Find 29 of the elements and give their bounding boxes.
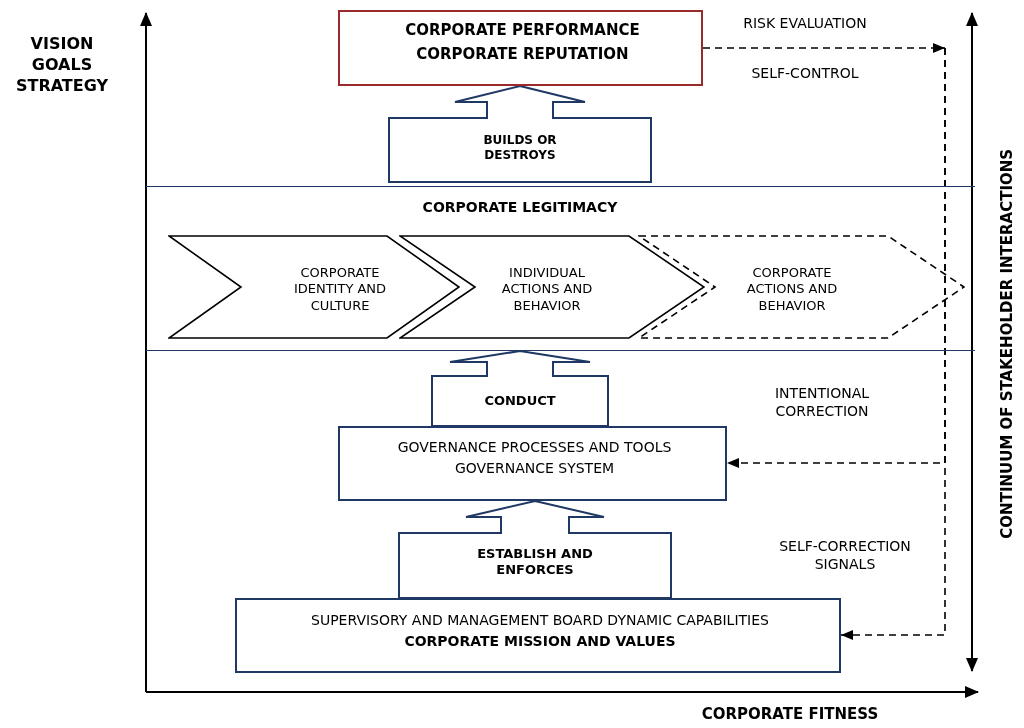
- chevron-shape: [399, 235, 705, 339]
- axis-label: CONTINUUM OF STAKEHOLDER INTERACTIONS: [998, 147, 1018, 541]
- edge-label: CONDUCT: [483, 393, 557, 410]
- process-box: [235, 598, 841, 673]
- node-text: CORPORATE PERFORMANCE: [404, 21, 641, 40]
- chevron-shape: [168, 235, 460, 339]
- node-text: CORPORATE MISSION AND VALUES: [403, 633, 677, 651]
- node-text: GOVERNANCE PROCESSES AND TOOLS: [396, 439, 673, 457]
- note-text: SELF-CONTROL: [750, 64, 860, 83]
- result-box: [338, 10, 703, 86]
- horizontal-band: [146, 186, 975, 351]
- chevron-shape: [638, 235, 965, 339]
- node-text: CORPORATE IDENTITY AND CULTURE: [292, 265, 388, 314]
- dashed-arrow: [840, 47, 946, 640]
- axis-label: CORPORATE FITNESS: [700, 705, 880, 725]
- block-arrow: [398, 499, 672, 599]
- node-text: CORPORATE ACTIONS AND BEHAVIOR: [745, 265, 839, 314]
- band-title: CORPORATE LEGITIMACY: [421, 199, 619, 217]
- block-arrow: [431, 350, 609, 427]
- node-text: SUPERVISORY AND MANAGEMENT BOARD DYNAMIC CAPABILITIES: [310, 612, 770, 630]
- dashed-arrow: [702, 43, 946, 53]
- node-text: CORPORATE REPUTATION: [415, 45, 630, 64]
- node-text: GOVERNANCE SYSTEM: [453, 460, 616, 478]
- edge-label: ESTABLISH AND ENFORCES: [476, 546, 594, 579]
- axis-label: VISION GOALS STRATEGY: [14, 34, 110, 97]
- node-text: INDIVIDUAL ACTIONS AND BEHAVIOR: [500, 265, 594, 314]
- edge-label: BUILDS OR DESTROYS: [482, 133, 558, 163]
- process-box: [338, 426, 727, 501]
- block-arrow: [388, 84, 652, 183]
